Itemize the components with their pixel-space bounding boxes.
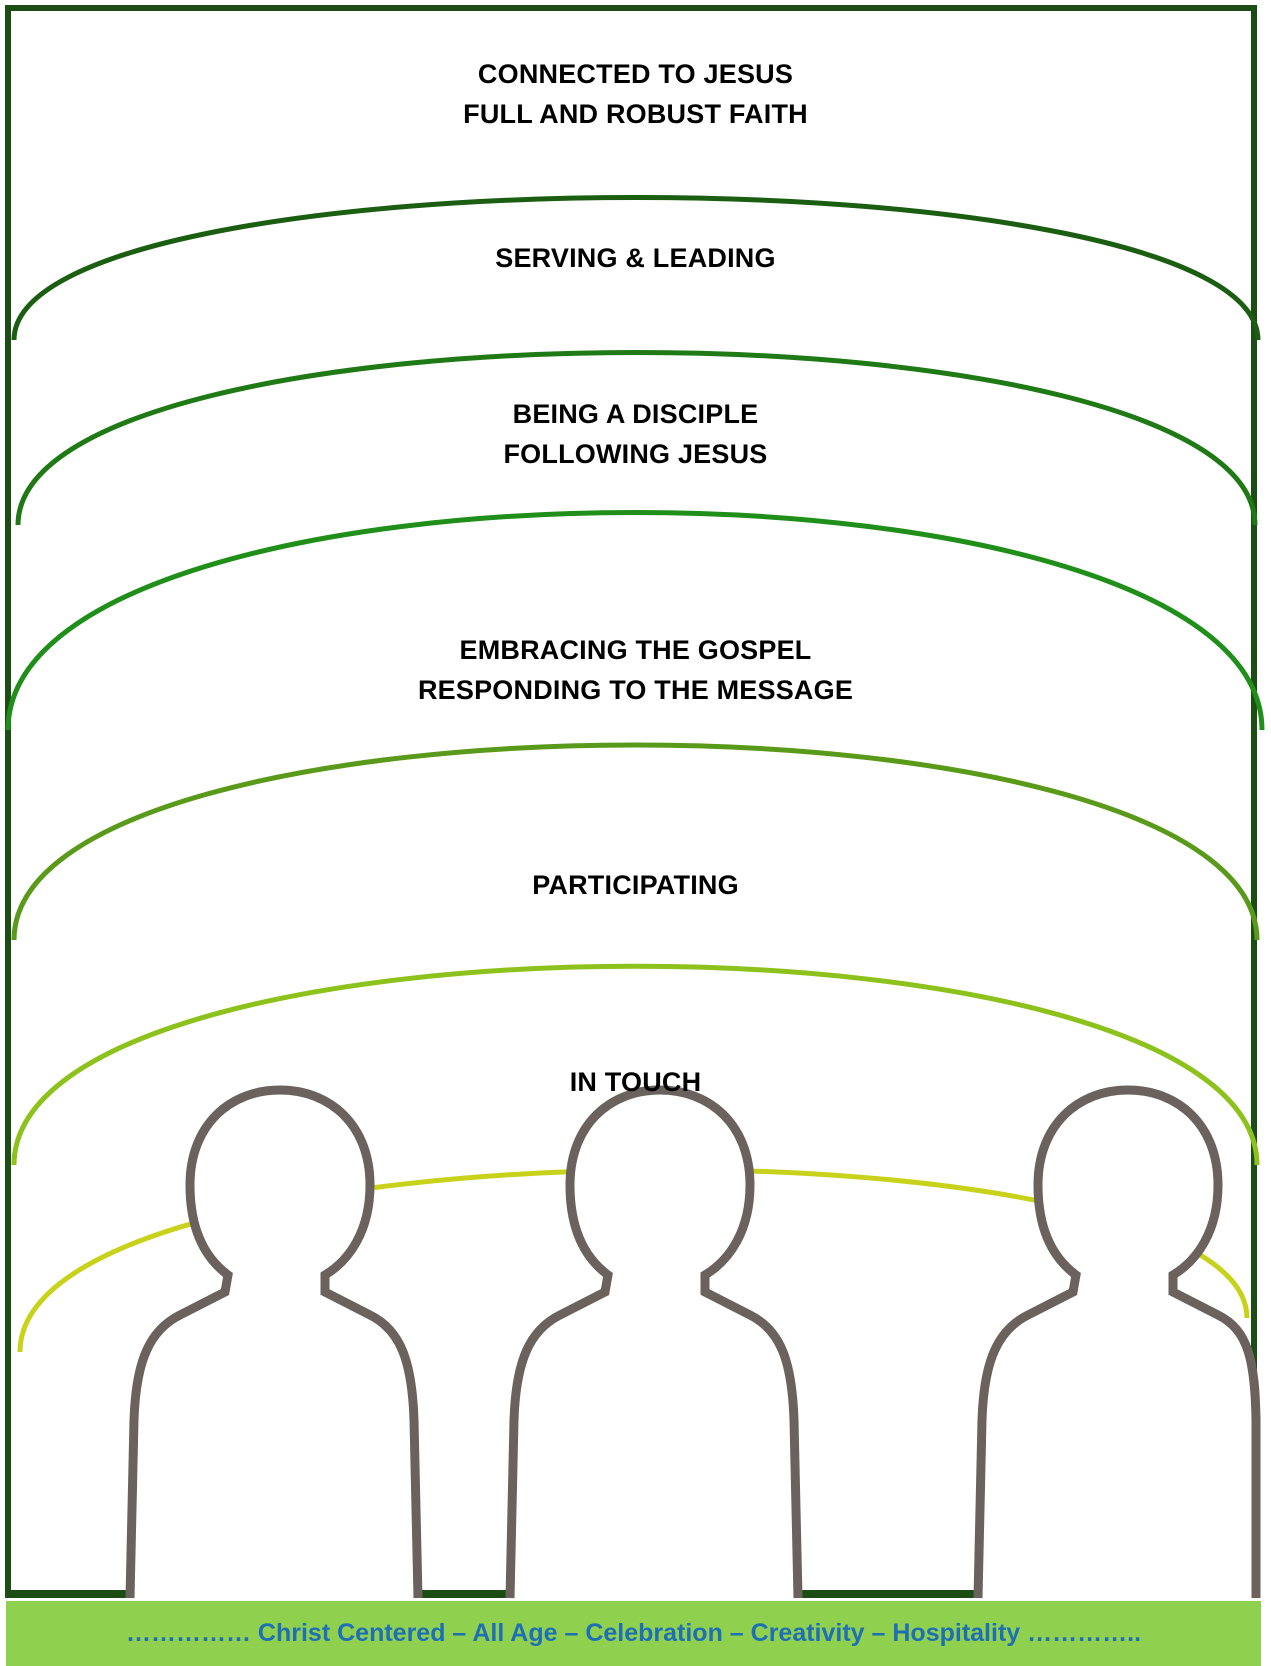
layer-label-connected-to-jesus: CONNECTED TO JESUS FULL AND ROBUST FAITH: [0, 54, 1271, 134]
layer-label-being-a-disciple: BEING A DISCIPLE FOLLOWING JESUS: [0, 394, 1271, 474]
layer-label-in-touch: IN TOUCH: [0, 1062, 1271, 1102]
footer-text: …………… Christ Centered – All Age – Celebr…: [125, 1619, 1142, 1647]
layer-line1: BEING A DISCIPLE: [512, 399, 759, 429]
person-figure-left: [125, 1085, 423, 1599]
arc-connected-to-jesus: [11, 195, 1261, 341]
layer-label-embracing-the-gospel: EMBRACING THE GOSPEL RESPONDING TO THE M…: [0, 630, 1271, 710]
layer-line2: RESPONDING TO THE MESSAGE: [417, 675, 854, 705]
layer-line1: CONNECTED TO JESUS: [477, 59, 794, 89]
layer-line1: IN TOUCH: [569, 1067, 702, 1097]
layer-label-serving-leading: SERVING & LEADING: [0, 238, 1271, 278]
arc-embracing-the-gospel: [11, 742, 1260, 941]
arc-serving-leading: [15, 350, 1258, 526]
person-figure-middle: [505, 1085, 803, 1599]
layer-line1: SERVING & LEADING: [495, 243, 776, 273]
footer-banner: …………… Christ Centered – All Age – Celebr…: [6, 1601, 1261, 1666]
layer-line2: FULL AND ROBUST FAITH: [463, 99, 808, 129]
arc-being-a-disciple: [5, 510, 1265, 731]
arc-participating: [11, 963, 1260, 1166]
layer-line1: PARTICIPATING: [532, 870, 739, 900]
layer-line2: FOLLOWING JESUS: [503, 439, 768, 469]
person-figure-right: [973, 1085, 1261, 1599]
layer-label-participating: PARTICIPATING: [0, 865, 1271, 905]
layer-line1: EMBRACING THE GOSPEL: [459, 635, 812, 665]
